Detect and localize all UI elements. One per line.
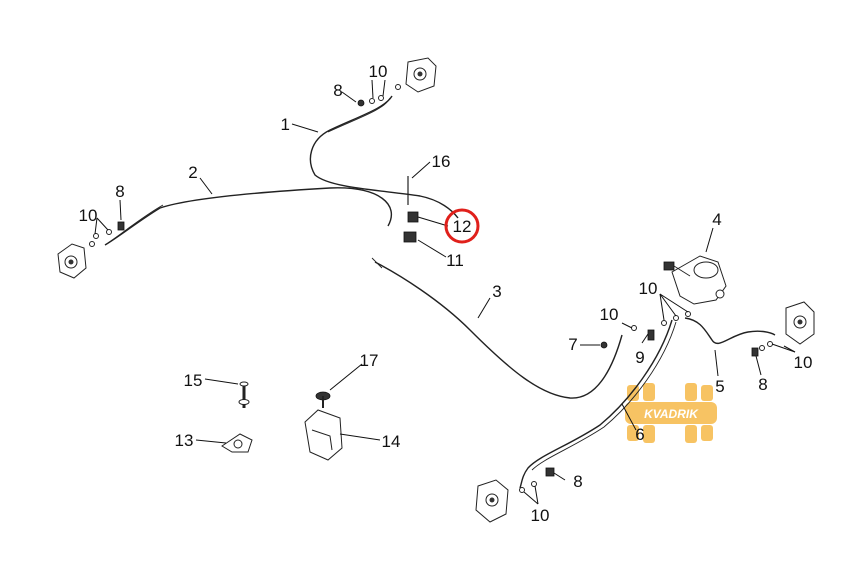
bolt-9 bbox=[647, 329, 655, 341]
washer-10-top-b bbox=[378, 95, 384, 101]
label-part-6: 6 bbox=[635, 425, 644, 444]
label-part-2: 2 bbox=[188, 163, 197, 182]
label-part-5: 5 bbox=[715, 377, 724, 396]
label-part-10-left: 10 bbox=[79, 206, 98, 225]
washer-10-bottom-a bbox=[519, 487, 525, 493]
hose-6 bbox=[519, 319, 677, 489]
grommet-17 bbox=[315, 391, 331, 408]
washer-10-bottom-b bbox=[531, 481, 537, 487]
bolt-8-bottom bbox=[545, 467, 555, 477]
caliper-front-right bbox=[785, 301, 815, 345]
washer-10-left-c bbox=[89, 241, 95, 247]
washer-10-left-b bbox=[106, 229, 112, 235]
label-part-10-top: 10 bbox=[369, 62, 388, 81]
label-part-10-mid: 10 bbox=[600, 305, 619, 324]
label-part-12: 12 bbox=[453, 217, 472, 236]
label-part-17: 17 bbox=[360, 351, 379, 370]
leader-lines bbox=[94, 79, 796, 505]
label-part-8-right: 8 bbox=[758, 375, 767, 394]
highlight-circle-12 bbox=[444, 208, 480, 244]
label-part-13: 13 bbox=[175, 431, 194, 450]
master-cylinder bbox=[663, 255, 727, 305]
part-labels: 1 2 3 4 5 6 7 8 8 8 8 9 10 10 10 10 10 1… bbox=[79, 62, 813, 525]
label-part-8-bottom: 8 bbox=[573, 472, 582, 491]
label-part-9: 9 bbox=[635, 348, 644, 367]
clip-12 bbox=[407, 211, 419, 223]
label-part-1: 1 bbox=[281, 115, 290, 134]
caliper-rear-top bbox=[405, 57, 437, 93]
bolt-8-top bbox=[357, 99, 365, 107]
label-part-10-bottom: 10 bbox=[531, 506, 550, 525]
washer-10-top-c bbox=[395, 84, 401, 90]
label-part-16: 16 bbox=[432, 152, 451, 171]
washer-10-mid-d bbox=[685, 311, 691, 317]
label-part-3: 3 bbox=[492, 282, 501, 301]
hose-1 bbox=[309, 95, 459, 219]
clip-11 bbox=[403, 231, 417, 243]
label-part-10-right: 10 bbox=[794, 353, 813, 372]
bolt-15 bbox=[238, 381, 250, 408]
label-part-11: 11 bbox=[446, 251, 464, 270]
watermark-text: KVADRIK bbox=[644, 407, 699, 421]
hose-2 bbox=[104, 187, 393, 246]
caliper-front-left bbox=[57, 243, 87, 279]
label-part-14: 14 bbox=[382, 432, 401, 451]
washer-10-mid-b bbox=[661, 320, 667, 326]
label-part-4: 4 bbox=[712, 210, 721, 229]
bolt-7 bbox=[600, 341, 608, 349]
washer-10-right-b bbox=[767, 341, 773, 347]
label-part-10-master: 10 bbox=[639, 279, 658, 298]
washer-10-right-a bbox=[759, 345, 765, 351]
washer-10-mid-a bbox=[631, 325, 637, 331]
hose-5 bbox=[684, 317, 776, 345]
label-part-15: 15 bbox=[184, 371, 203, 390]
label-part-8-left: 8 bbox=[115, 182, 124, 201]
label-part-8-top: 8 bbox=[333, 81, 342, 100]
label-part-7: 7 bbox=[568, 335, 577, 354]
bolt-8-right bbox=[751, 347, 759, 357]
watermark-logo: KVADRIK bbox=[625, 383, 717, 443]
hose-3 bbox=[371, 257, 623, 399]
caliper-rear-bottom bbox=[475, 479, 509, 523]
fittings bbox=[89, 84, 773, 493]
washer-10-top-a bbox=[369, 98, 375, 104]
washer-10-left-a bbox=[93, 233, 99, 239]
bolt-8-left bbox=[117, 221, 125, 231]
washer-10-mid-c bbox=[673, 315, 679, 321]
clamp-13 bbox=[221, 433, 253, 453]
guard-14 bbox=[304, 409, 343, 461]
